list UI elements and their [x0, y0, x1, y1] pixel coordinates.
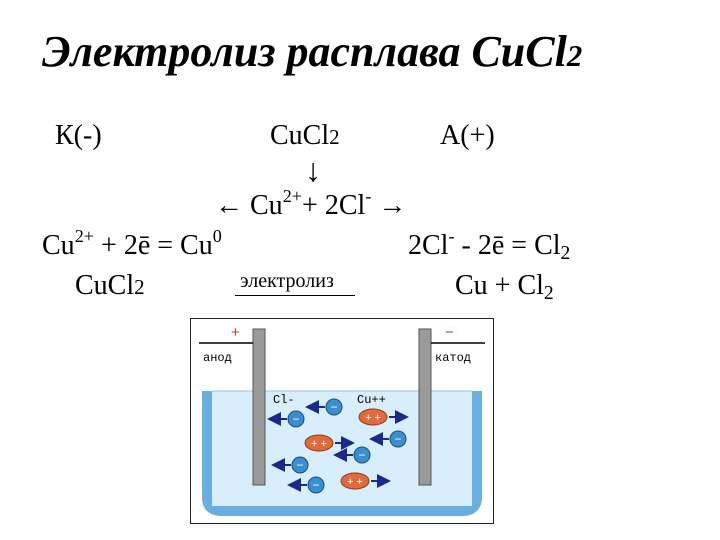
cathode-electrode	[418, 328, 432, 486]
vessel	[202, 391, 482, 516]
down-arrow: ↓	[305, 152, 321, 188]
svg-text:+ +: + +	[347, 476, 363, 488]
chloride-ion: −	[287, 476, 325, 494]
left-arrow: ←	[215, 190, 243, 221]
reaction-arrow-line	[235, 295, 355, 296]
svg-text:−: −	[330, 400, 337, 414]
anode-header: А(+)	[440, 120, 495, 151]
anode-electrode	[252, 328, 266, 486]
overall-reactant: CuCl2	[75, 270, 145, 301]
svg-text:+ +: + +	[365, 412, 381, 424]
salt-formula: CuCl2	[270, 120, 340, 151]
dissociation-equation: ← Cu2++ 2Cl- →	[215, 186, 407, 221]
copper-ion: + +	[340, 472, 391, 490]
copper-ion: + +	[358, 408, 409, 426]
svg-text:−: −	[312, 478, 319, 492]
anode-plus-sign: +	[231, 324, 240, 341]
electrolysis-diagram: + − анод катод Cl- Cu++ − − + + + +	[190, 318, 494, 524]
svg-text:−: −	[394, 432, 401, 446]
cathode-header: К(-)	[55, 120, 102, 151]
chloride-ion: −	[305, 398, 343, 416]
chloride-ion: −	[267, 410, 305, 428]
copper-label: Cu++	[357, 393, 386, 407]
svg-text:−: −	[358, 448, 365, 462]
svg-text:−: −	[296, 458, 303, 472]
slide-title: Электролиз расплава CuCl2	[42, 27, 583, 76]
cathode-minus-sign: −	[445, 324, 454, 341]
chloride-label: Cl-	[273, 393, 295, 407]
cathode-label: катод	[435, 351, 471, 365]
anode-label: анод	[203, 351, 232, 365]
cathode-reaction: Cu2+ + 2ē = Cu0	[42, 226, 222, 261]
electrolysis-label: электролиз	[240, 270, 334, 292]
svg-text:+ +: + +	[311, 438, 327, 450]
electrolysis-cell-svg: + − анод катод Cl- Cu++ − − + + + +	[199, 324, 485, 516]
right-arrow: →	[378, 190, 407, 221]
svg-text:−: −	[292, 412, 299, 426]
title-subscript: 2	[566, 39, 583, 73]
chloride-ion: −	[369, 430, 407, 448]
chloride-ion: −	[271, 456, 309, 474]
overall-product: Cu + Cl2	[455, 270, 554, 304]
anode-reaction: 2Cl- - 2ē = Cl2	[408, 226, 571, 264]
copper-ion: + +	[304, 434, 355, 452]
chloride-ion: −	[333, 446, 371, 464]
